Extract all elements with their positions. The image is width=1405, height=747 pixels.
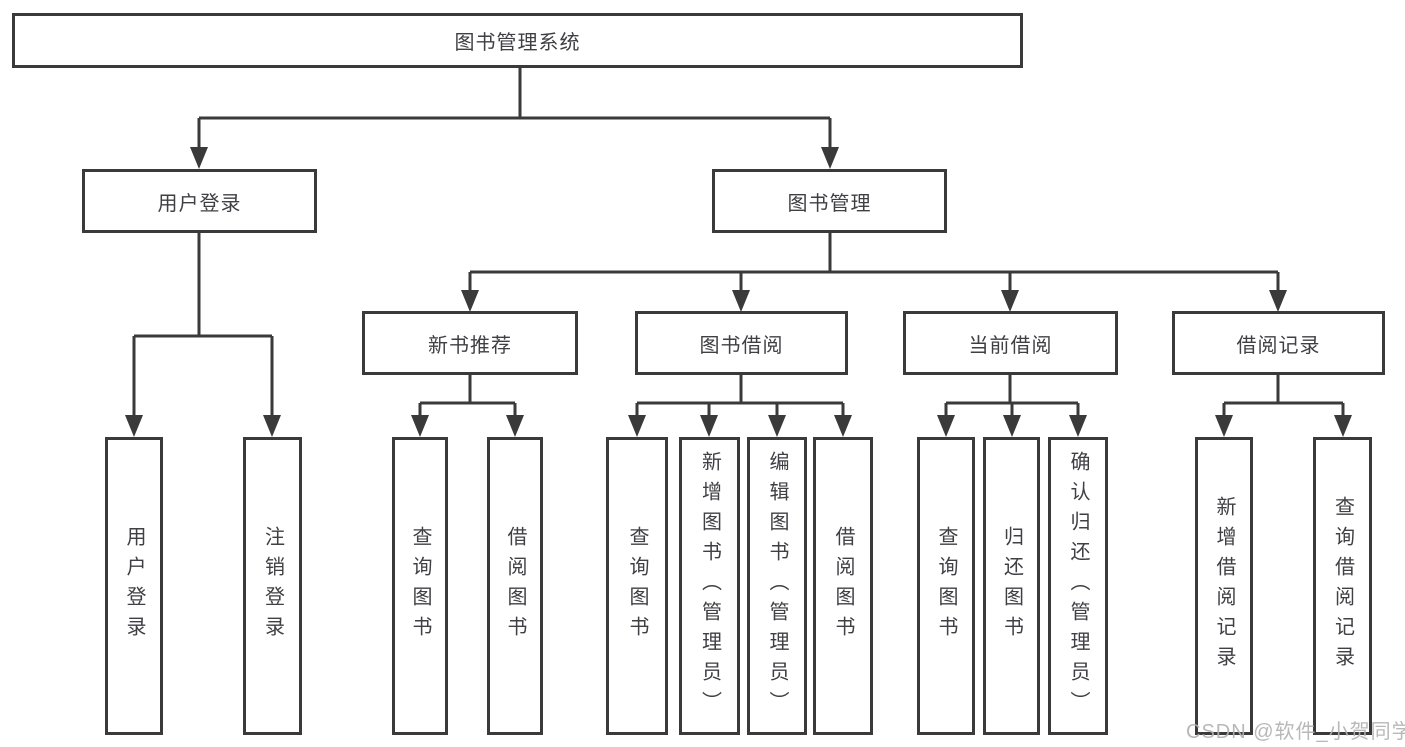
node-book-borrowing: 图书借阅 (635, 311, 848, 375)
node-new-book-recommend: 新书推荐 (362, 311, 578, 375)
leaf-query-books-current: 查询图书 (917, 437, 975, 735)
node-user-login-label: 用户登录 (157, 192, 242, 215)
leaf-query-borrow-record: 查询借阅记录 (1313, 437, 1372, 735)
leaf-edit-book-admin-label: 编辑图书（管理员） (766, 451, 788, 721)
leaf-query-books-current-label: 查询图书 (935, 526, 957, 646)
node-library-system-root: 图书管理系统 (12, 13, 1023, 68)
leaf-query-books-recommend: 查询图书 (392, 437, 448, 735)
node-current-borrowing-label: 当前借阅 (968, 334, 1053, 357)
leaf-confirm-return-admin-label: 确认归还（管理员） (1067, 451, 1089, 721)
leaf-logout-label: 注销登录 (261, 526, 284, 646)
leaf-borrow-books-borrowing: 借阅图书 (813, 437, 873, 735)
leaf-query-borrow-record-label: 查询借阅记录 (1331, 496, 1354, 676)
node-book-management: 图书管理 (712, 169, 947, 233)
leaf-edit-book-admin: 编辑图书（管理员） (747, 437, 807, 735)
csdn-watermark: CSDN @软件_小贺同学 (1186, 721, 1405, 743)
leaf-add-book-admin-label: 新增图书（管理员） (698, 451, 721, 721)
leaf-add-borrow-record-label: 新增借阅记录 (1213, 496, 1235, 676)
leaf-confirm-return-admin: 确认归还（管理员） (1048, 437, 1108, 735)
leaf-return-books-label: 归还图书 (1000, 526, 1023, 646)
leaf-add-book-admin: 新增图书（管理员） (679, 437, 740, 735)
leaf-query-books-recommend-label: 查询图书 (409, 526, 431, 646)
node-library-system-label: 图书管理系统 (454, 32, 581, 54)
node-book-management-label: 图书管理 (787, 192, 872, 215)
node-borrowing-records: 借阅记录 (1172, 311, 1385, 375)
leaf-borrow-books-recommend-label: 借阅图书 (504, 526, 526, 646)
leaf-borrow-books-recommend: 借阅图书 (487, 437, 543, 735)
leaf-logout: 注销登录 (243, 437, 302, 735)
node-borrowing-records-label: 借阅记录 (1236, 334, 1321, 357)
leaf-query-books-borrowing: 查询图书 (606, 437, 668, 735)
node-new-book-recommend-label: 新书推荐 (428, 334, 512, 357)
leaf-user-login-label: 用户登录 (123, 526, 145, 646)
leaf-query-books-borrowing-label: 查询图书 (626, 526, 648, 646)
node-book-borrowing-label: 图书借阅 (699, 334, 784, 357)
leaf-add-borrow-record: 新增借阅记录 (1195, 437, 1253, 735)
leaf-return-books: 归还图书 (983, 437, 1040, 735)
node-current-borrowing: 当前借阅 (903, 311, 1118, 375)
node-user-login: 用户登录 (82, 169, 317, 233)
leaf-user-login: 用户登录 (105, 437, 163, 735)
leaf-borrow-books-borrowing-label: 借阅图书 (832, 526, 854, 646)
